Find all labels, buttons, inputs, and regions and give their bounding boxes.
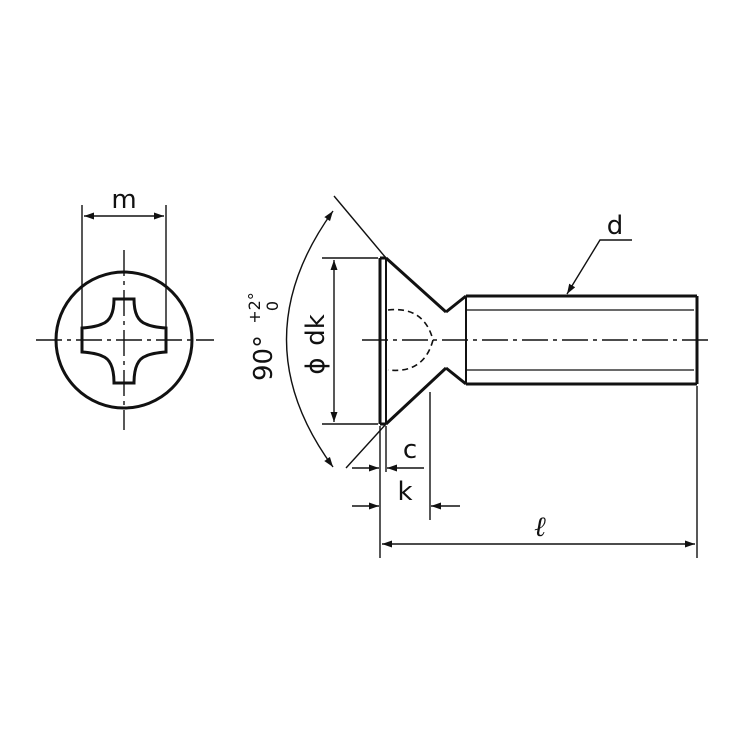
angle-label: 90° [249, 335, 279, 381]
c-label: c [403, 435, 417, 465]
head-cone-top [384, 256, 448, 314]
m-label: m [111, 185, 136, 215]
dk-label: dk [301, 314, 331, 346]
d-leader-line [566, 239, 632, 295]
neck-bottom [445, 366, 467, 386]
k-label: k [397, 477, 412, 507]
angle-label-group: 90° +2° 0 [245, 292, 282, 381]
angle-tolerance-plus: +2° [245, 292, 264, 324]
angle-tolerance-zero: 0 [263, 301, 282, 311]
phi-symbol: ϕ [301, 357, 331, 374]
angle-extension-top [333, 195, 387, 259]
head-end-view [36, 205, 214, 430]
phillips-recess-cross [80, 297, 168, 385]
dk-label-group: ϕ dk [301, 314, 331, 374]
l-label: ℓ [534, 510, 546, 543]
d-label: d [607, 211, 624, 241]
angle-arc [285, 210, 334, 468]
head-cone-bottom [384, 366, 448, 426]
screw-side-view [285, 195, 712, 558]
neck-top [445, 294, 467, 314]
